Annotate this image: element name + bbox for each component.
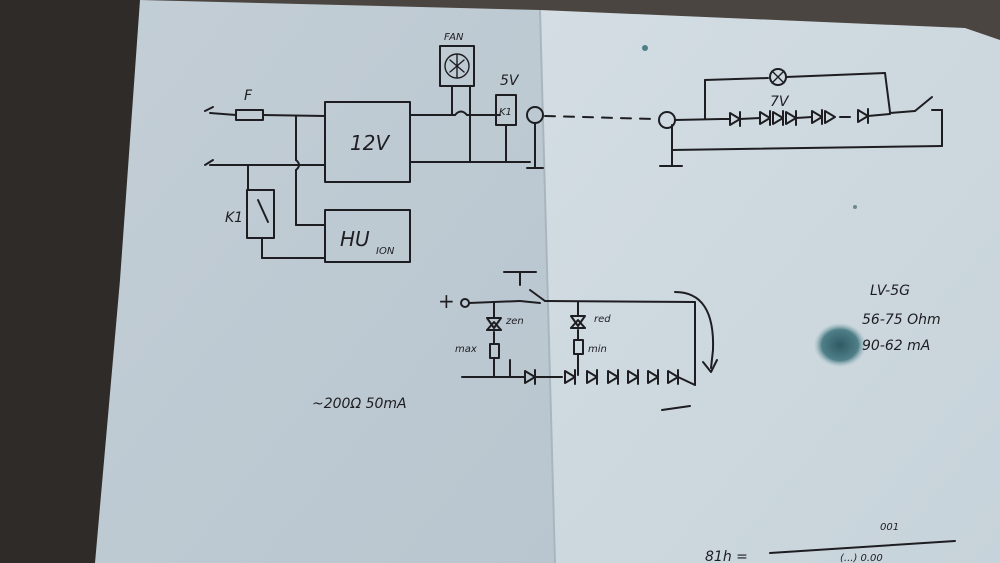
fraction-bar (769, 540, 956, 554)
paper-right-half (540, 10, 1000, 563)
red-label: red (594, 314, 611, 325)
fan-symbol (439, 45, 475, 87)
upper-led-string (721, 108, 891, 127)
plus-label: + (438, 289, 455, 313)
flow-arrow (674, 291, 715, 369)
paper-left-half (95, 0, 555, 563)
max-label: max (455, 344, 477, 355)
supply-label: 12V (350, 131, 390, 155)
ink-dot (642, 45, 648, 51)
head-unit-box (324, 209, 411, 263)
supply-box (324, 101, 411, 183)
fuse-label: F (244, 88, 253, 104)
ink-dot-2 (853, 205, 857, 209)
lower-circuit (460, 271, 718, 411)
green-label: zen (505, 316, 524, 327)
spec-title: LV-5G (870, 283, 910, 299)
spec-current: 90-62 mA (862, 338, 930, 354)
upper-circuit (204, 45, 943, 263)
bottom-numerator: 001 (880, 522, 899, 533)
spec-resistance: 56-75 Ohm (862, 312, 941, 328)
lower-led-string (524, 369, 696, 386)
led-voltage-label: 7V (770, 94, 790, 110)
ink-stain (814, 323, 866, 367)
head-unit-sub-label: ION (376, 246, 395, 257)
paper-fold (539, 9, 556, 563)
head-unit-label: HU (340, 227, 370, 251)
fan-label: FAN (444, 32, 464, 43)
relay-coil-label: K1 (499, 107, 512, 118)
bottom-denominator: (...) 0.00 (840, 553, 883, 563)
bottom-scribble: 81h = (705, 549, 748, 563)
resistance-current-note: ~200Ω 50mA (312, 396, 407, 412)
relay-voltage-label: 5V (500, 73, 520, 89)
min-label: min (588, 344, 607, 355)
relay-switch-label: K1 (225, 210, 243, 226)
dashed-link (544, 115, 656, 120)
